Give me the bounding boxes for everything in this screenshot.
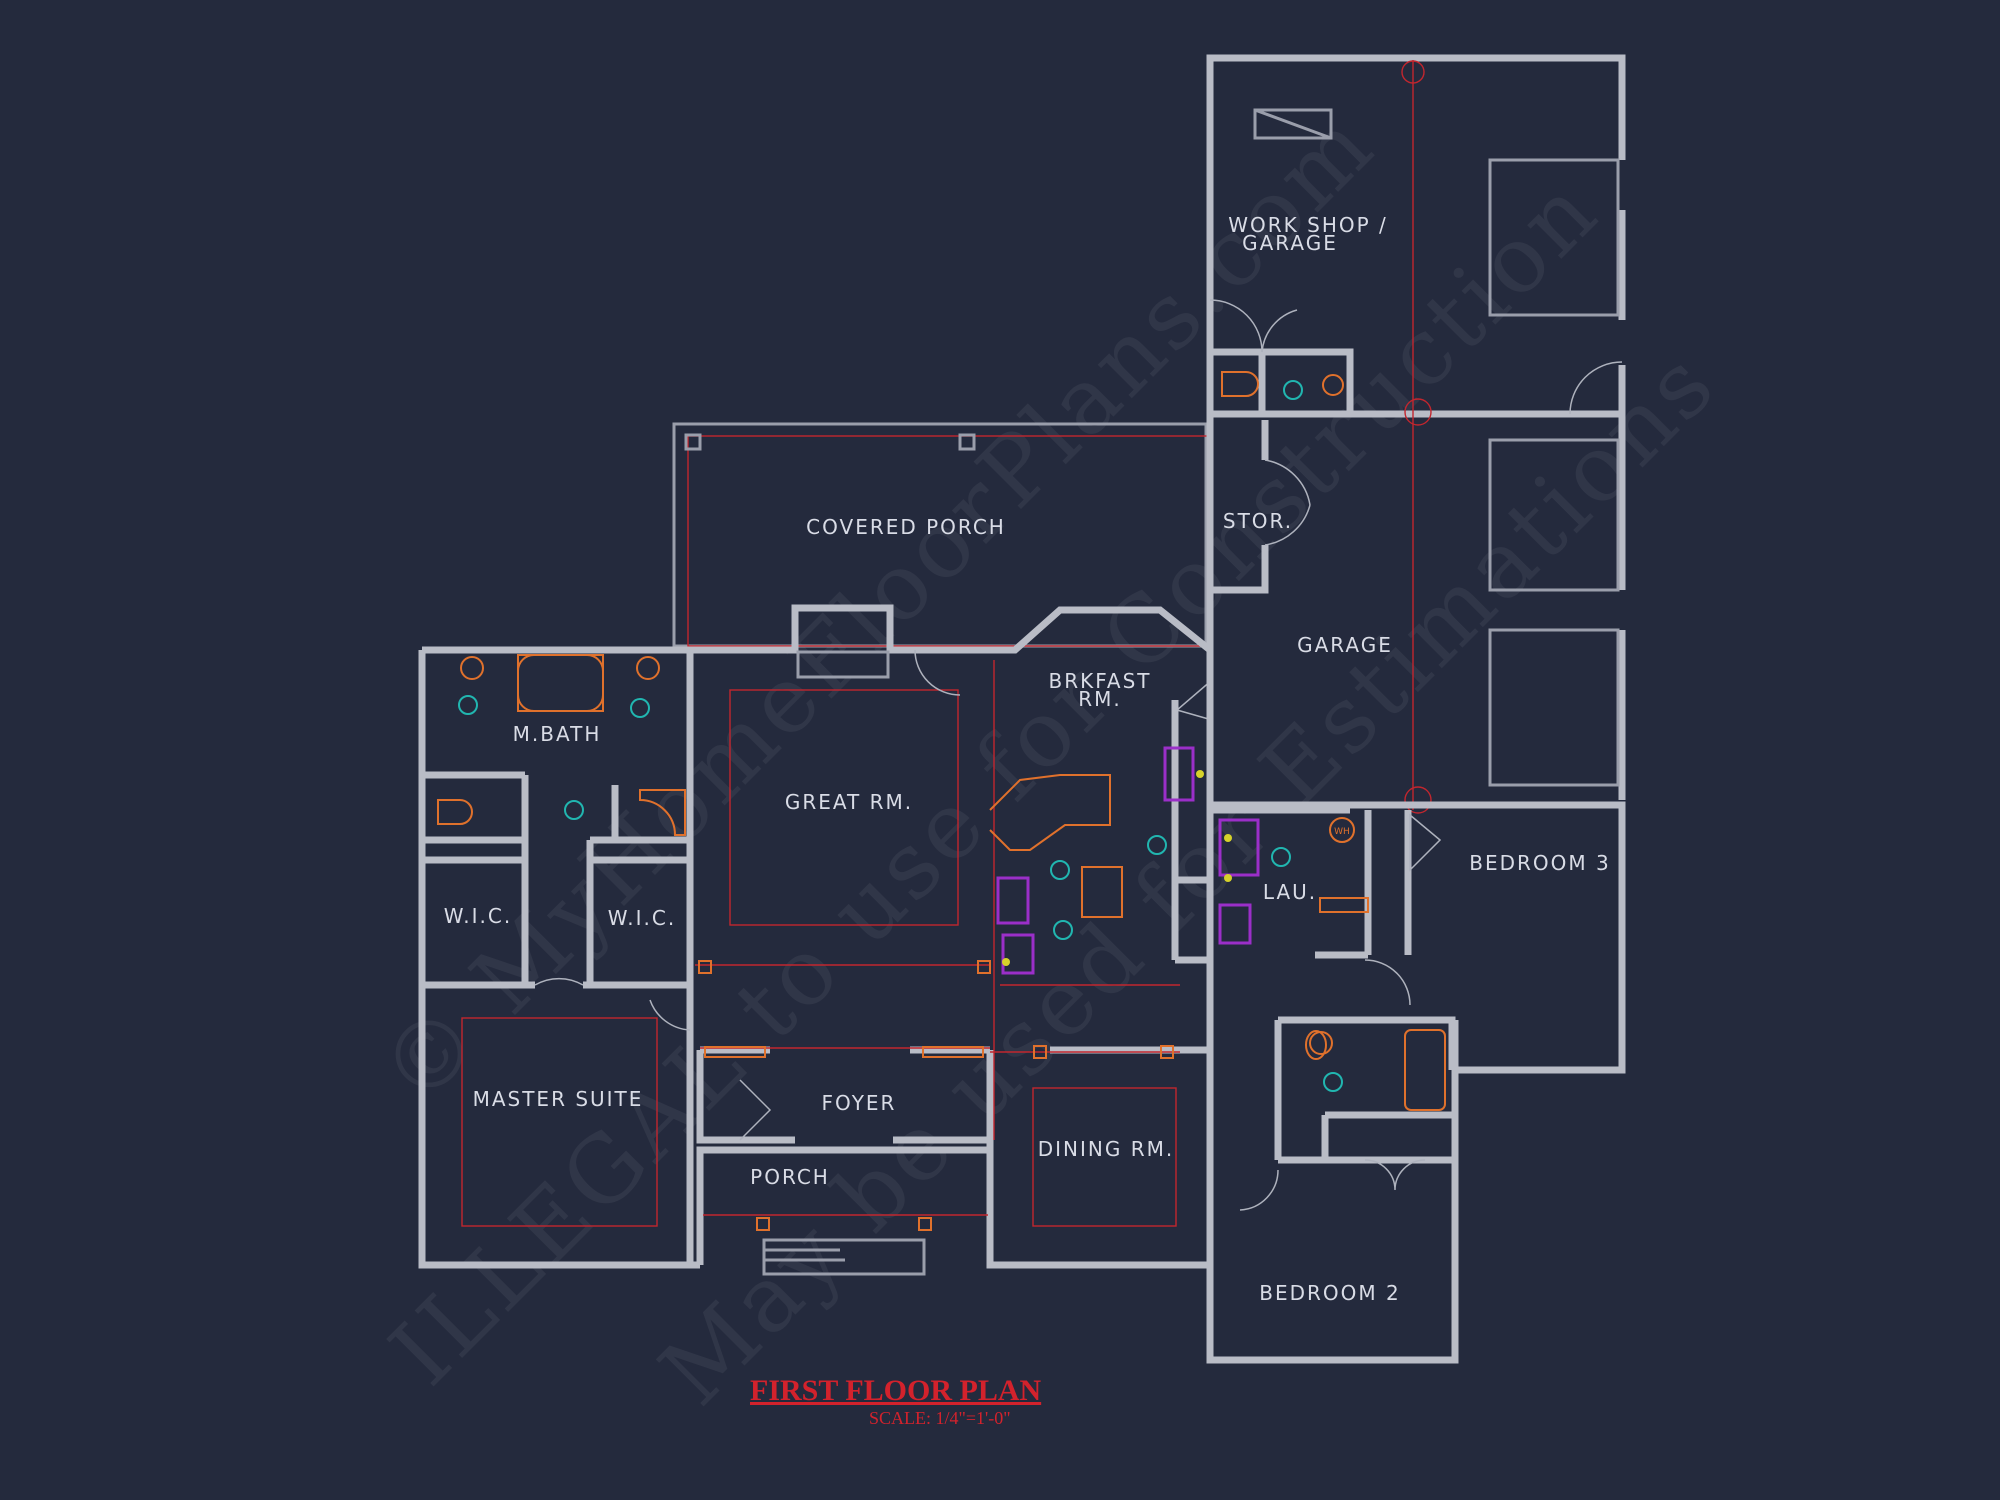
room-label-wic-right: W.I.C. xyxy=(608,906,676,930)
covered-porch-area xyxy=(672,422,1209,648)
water-heater-label: WH xyxy=(1334,827,1350,837)
room-label-porch: PORCH xyxy=(750,1165,830,1189)
room-label-brkfast-2: RM. xyxy=(1078,687,1122,711)
room-label-master-suite: MASTER SUITE xyxy=(473,1087,644,1111)
plan-title: FIRST FLOOR PLAN xyxy=(750,1374,1041,1407)
room-label-great-rm: GREAT RM. xyxy=(785,790,913,814)
room-label-wic-left: W.I.C. xyxy=(444,904,512,928)
room-label-brkfast-1: BRKFAST xyxy=(1049,669,1152,693)
light-fixtures xyxy=(458,695,1343,1092)
room-labels: WORK SHOP / GARAGE COVERED PORCH STOR. G… xyxy=(444,213,1610,1305)
plan-scale: SCALE: 1/4"=1'-0" xyxy=(869,1408,1011,1428)
watermark: © MyHomeFloorPlans.com ILLEGAL to use fo… xyxy=(360,91,1736,1426)
room-label-bedroom-3: BEDROOM 3 xyxy=(1469,851,1610,875)
room-label-lau: LAU. xyxy=(1263,880,1317,904)
plumbing-fixtures: WH xyxy=(437,654,1446,1231)
plan-title-block: FIRST FLOOR PLAN SCALE: 1/4"=1'-0" xyxy=(750,1374,1041,1428)
room-label-garage: GARAGE xyxy=(1297,633,1393,657)
room-label-foyer: FOYER xyxy=(822,1091,897,1115)
steps xyxy=(762,650,926,1276)
room-label-stor: STOR. xyxy=(1223,509,1293,533)
room-label-m-bath: M.BATH xyxy=(513,722,602,746)
garage-wing-walls xyxy=(1206,54,1626,814)
kitchen-appliances xyxy=(989,746,1260,975)
room-label-workshop-1: WORK SHOP / xyxy=(1228,213,1388,237)
room-label-covered-porch: COVERED PORCH xyxy=(806,515,1006,539)
room-label-bedroom-2: BEDROOM 2 xyxy=(1259,1281,1400,1305)
room-label-workshop-2: GARAGE xyxy=(1242,231,1338,255)
door-swings xyxy=(534,649,1442,1211)
room-label-dining-rm: DINING RM. xyxy=(1038,1137,1174,1161)
